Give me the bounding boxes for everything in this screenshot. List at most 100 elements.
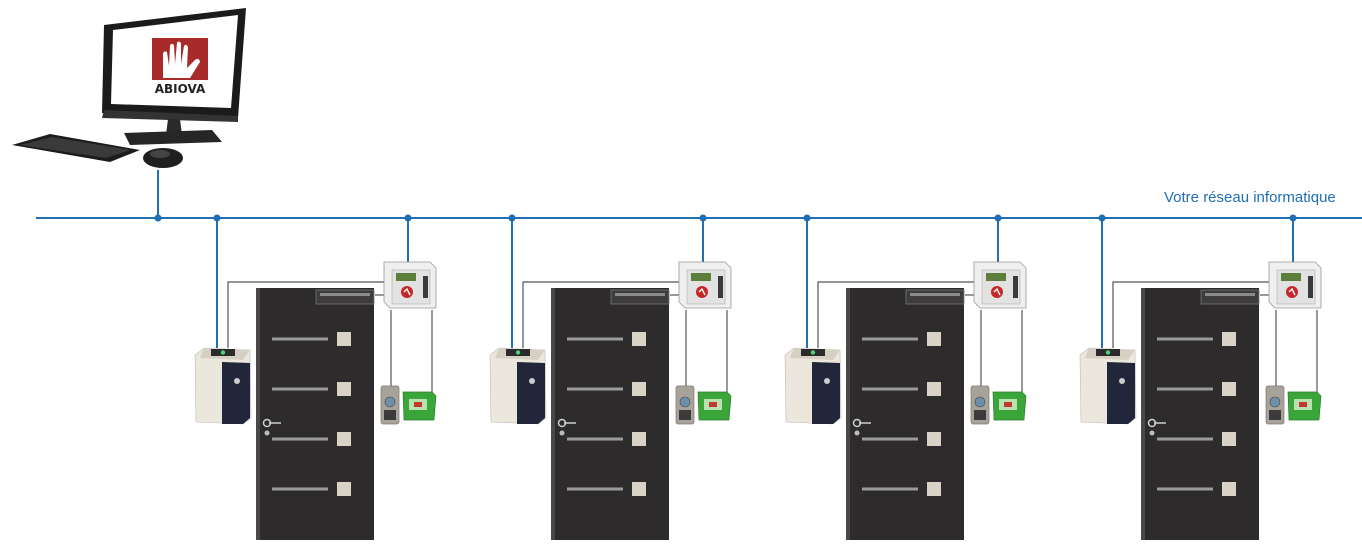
door-window [1222, 382, 1236, 396]
network-label: Votre réseau informatique [1164, 189, 1336, 206]
door-lock-cylinder-icon [854, 430, 860, 436]
door-stripe [272, 387, 328, 391]
reader-cable [817, 281, 975, 348]
door-window [927, 332, 941, 346]
reader-cable [1112, 281, 1270, 348]
reader-logo-icon [234, 378, 240, 384]
warning-badge-icon [1286, 286, 1298, 298]
door-window [1222, 432, 1236, 446]
controller-box-icon [678, 261, 732, 309]
network-bus [36, 170, 1362, 222]
junction-dot [508, 214, 516, 222]
door-stripe [862, 387, 918, 391]
door-stripe [272, 487, 328, 491]
reader-led-icon [515, 350, 521, 355]
keyboard-icon [12, 134, 140, 162]
biometric-reader-icon [489, 347, 547, 425]
door-window [1222, 332, 1236, 346]
controller-box-icon [1268, 261, 1322, 309]
emergency-release-icon [697, 391, 732, 421]
door-stripe [272, 437, 328, 441]
door-window [632, 432, 646, 446]
biometric-reader-icon [784, 347, 842, 425]
door-window [632, 382, 646, 396]
exit-button-icon [380, 385, 400, 425]
reader-logo-icon [529, 378, 535, 384]
mouse-icon [143, 148, 183, 168]
junction-dot [1289, 214, 1297, 222]
abiova-logo: ABIOVA [152, 38, 208, 96]
door-stripe [567, 387, 623, 391]
door-unit-2 [489, 214, 732, 540]
magnetic-lock-icon [315, 289, 375, 305]
door-window [337, 482, 351, 496]
emergency-release-icon [1287, 391, 1322, 421]
door-stripe [1157, 387, 1213, 391]
door-lock-cylinder-icon [264, 430, 270, 436]
junction-dot [213, 214, 221, 222]
door-stripe [567, 337, 623, 341]
door-window [927, 382, 941, 396]
door-window [927, 432, 941, 446]
door-unit-3 [784, 214, 1027, 540]
door-icon [846, 288, 965, 540]
door-stripe [1157, 337, 1213, 341]
reader-cable [227, 281, 385, 348]
biometric-reader-icon [194, 347, 252, 425]
biometric-reader-icon [1079, 347, 1137, 425]
door-window [1222, 482, 1236, 496]
monitor-icon: ABIOVA [102, 8, 246, 145]
emergency-release-icon [402, 391, 437, 421]
exit-button-icon [675, 385, 695, 425]
controller-box-icon [973, 261, 1027, 309]
warning-badge-icon [696, 286, 708, 298]
logo-text: ABIOVA [155, 82, 206, 96]
door-stripe [1157, 437, 1213, 441]
emergency-release-icon [992, 391, 1027, 421]
junction-dot [994, 214, 1002, 222]
door-icon [551, 288, 670, 540]
reader-logo-icon [1119, 378, 1125, 384]
reader-logo-icon [824, 378, 830, 384]
door-lock-cylinder-icon [559, 430, 565, 436]
door-window [927, 482, 941, 496]
magnetic-lock-icon [610, 289, 670, 305]
junction-dot [1098, 214, 1106, 222]
door-stripe [272, 337, 328, 341]
warning-badge-icon [401, 286, 413, 298]
door-stripe [862, 337, 918, 341]
junction-dot [803, 214, 811, 222]
junction-dot [404, 214, 412, 222]
workstation: ABIOVA [12, 8, 246, 168]
door-icon [256, 288, 375, 540]
junction-dot [699, 214, 707, 222]
door-units [194, 214, 1322, 540]
door-window [632, 482, 646, 496]
door-stripe [862, 437, 918, 441]
door-unit-4 [1079, 214, 1322, 540]
door-icon [1141, 288, 1260, 540]
magnetic-lock-icon [1200, 289, 1260, 305]
door-window [337, 332, 351, 346]
door-window [337, 432, 351, 446]
door-window [632, 332, 646, 346]
door-stripe [1157, 487, 1213, 491]
exit-button-icon [1265, 385, 1285, 425]
reader-cable [522, 281, 680, 348]
reader-led-icon [1105, 350, 1111, 355]
controller-box-icon [383, 261, 437, 309]
warning-badge-icon [991, 286, 1003, 298]
exit-button-icon [970, 385, 990, 425]
door-unit-1 [194, 214, 437, 540]
door-stripe [567, 437, 623, 441]
magnetic-lock-icon [905, 289, 965, 305]
door-window [337, 382, 351, 396]
reader-led-icon [810, 350, 816, 355]
door-stripe [567, 487, 623, 491]
reader-led-icon [220, 350, 226, 355]
junction-dot [154, 214, 162, 222]
door-lock-cylinder-icon [1149, 430, 1155, 436]
door-stripe [862, 487, 918, 491]
